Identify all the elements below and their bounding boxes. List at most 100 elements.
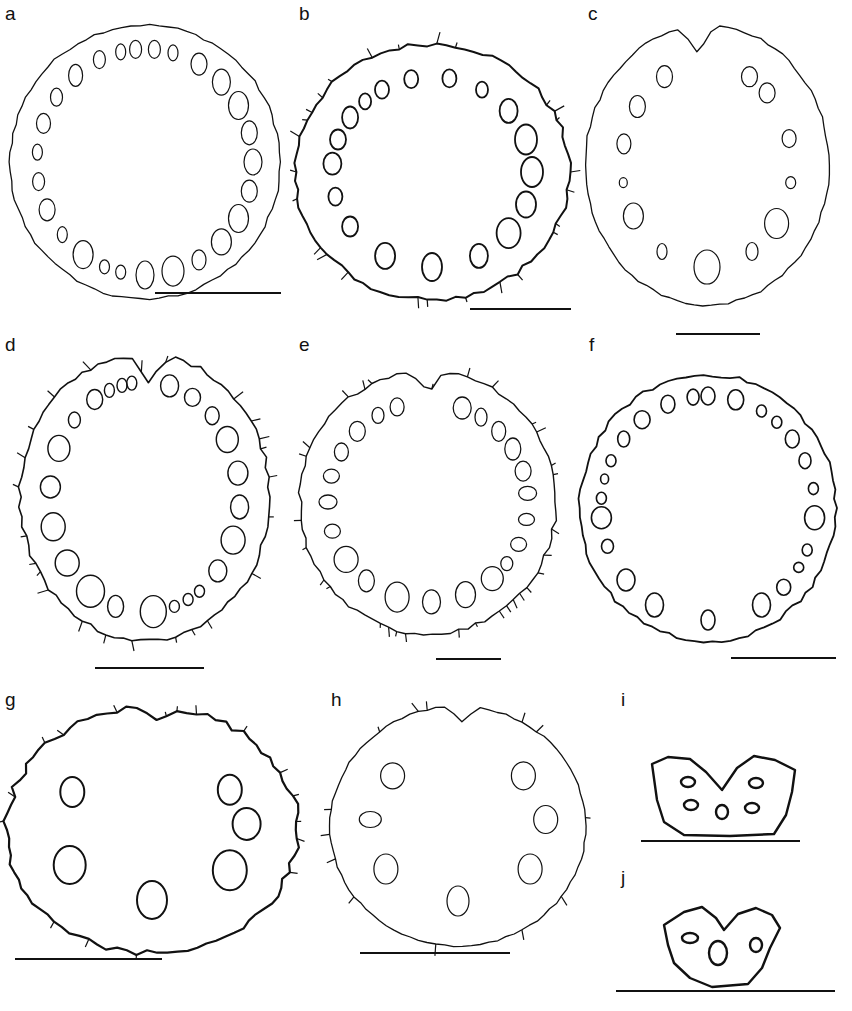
vascular-bundle	[794, 562, 804, 572]
vascular-bundle	[596, 492, 606, 504]
scale-bar	[676, 333, 760, 335]
vascular-bundle	[385, 582, 409, 612]
vascular-bundle	[646, 593, 664, 617]
vascular-bundle	[602, 539, 614, 553]
vascular-bundle	[681, 777, 695, 787]
epidermal-hair	[42, 737, 45, 743]
vascular-bundle	[701, 610, 715, 630]
epidermal-hair	[207, 621, 212, 629]
epidermal-hair	[349, 897, 354, 904]
vascular-bundle	[334, 546, 358, 572]
section-outline	[3, 707, 299, 955]
vascular-bundle	[229, 205, 249, 233]
vascular-bundle	[73, 241, 93, 269]
vascular-bundle	[33, 173, 45, 191]
epidermal-hair	[290, 170, 296, 172]
epidermal-hair	[538, 573, 544, 574]
epidermal-hair	[303, 548, 307, 550]
section-outline	[299, 373, 557, 635]
vascular-bundle	[492, 421, 506, 441]
vascular-bundle	[716, 805, 728, 819]
vascular-bundle	[359, 93, 371, 109]
vascular-bundle	[241, 121, 257, 145]
epidermal-hair	[294, 520, 301, 521]
epidermal-hair	[341, 272, 348, 280]
large-sections	[0, 24, 837, 960]
epidermal-hair	[537, 428, 546, 432]
vascular-bundle	[753, 593, 771, 617]
epidermal-hair	[104, 635, 106, 643]
vascular-bundle	[209, 560, 227, 582]
epidermal-hair	[326, 587, 330, 589]
vascular-bundle	[229, 92, 249, 120]
epidermal-hair	[520, 593, 525, 600]
scale-bar	[436, 658, 501, 660]
vascular-bundle	[54, 846, 86, 884]
vascular-bundle	[519, 513, 535, 525]
epidermal-hair	[500, 282, 502, 293]
vascular-bundle	[323, 469, 339, 483]
vascular-bundle	[518, 854, 542, 884]
vascular-bundle	[782, 130, 796, 148]
vascular-bundle	[749, 778, 763, 788]
vascular-bundle	[765, 209, 789, 239]
vascular-bundle	[48, 435, 70, 461]
vascular-bundle	[330, 130, 346, 150]
vascular-bundle	[657, 66, 673, 88]
epidermal-hair	[166, 356, 168, 362]
vascular-bundle	[684, 800, 698, 810]
vascular-bundle	[390, 398, 404, 416]
epidermal-hair	[571, 171, 581, 173]
epidermal-hair	[259, 437, 269, 439]
vascular-bundle	[728, 390, 744, 410]
vascular-bundle	[231, 495, 249, 519]
epidermal-hair	[551, 463, 555, 466]
vascular-bundle	[515, 125, 537, 155]
epidermal-hair	[79, 621, 83, 631]
epidermal-hair	[522, 930, 524, 940]
vascular-bundle	[41, 513, 65, 541]
epidermal-hair	[244, 726, 247, 731]
vascular-bundle	[456, 582, 476, 608]
vascular-bundle	[162, 256, 184, 286]
vascular-bundle	[501, 557, 513, 571]
epidermal-hair	[176, 637, 177, 642]
epidermal-hair	[561, 896, 567, 905]
vascular-bundle	[521, 157, 543, 187]
vascular-bundle	[423, 590, 441, 614]
vascular-bundle	[205, 407, 219, 425]
section-outline	[18, 357, 270, 641]
epidermal-hair	[499, 611, 504, 618]
epidermal-hair	[141, 360, 143, 372]
section-outline	[330, 707, 587, 946]
epidermal-hair	[467, 368, 470, 377]
epidermal-hair	[299, 454, 306, 456]
vascular-bundle	[515, 461, 531, 481]
epidermal-hair	[320, 580, 324, 585]
vascular-bundle	[808, 483, 818, 495]
epidermal-hair	[532, 422, 536, 424]
vascular-bundle	[661, 395, 675, 413]
vascular-bundle	[191, 53, 207, 75]
vascular-bundle	[100, 260, 110, 274]
vascular-bundle	[183, 594, 193, 606]
scale-bar	[616, 990, 835, 992]
vascular-bundle	[372, 407, 384, 423]
vascular-bundle	[601, 474, 609, 484]
section-outline	[579, 375, 838, 642]
epidermal-hair	[458, 629, 460, 638]
epidermal-hair	[57, 730, 64, 735]
epidermal-hair	[585, 817, 590, 819]
vascular-bundle	[475, 408, 487, 426]
epidermal-hair	[28, 426, 34, 429]
vascular-bundle	[323, 153, 341, 175]
vascular-bundle	[519, 486, 537, 500]
epidermal-hair	[83, 362, 91, 371]
vascular-bundle	[69, 64, 83, 86]
epidermal-hair	[518, 275, 523, 281]
vascular-bundle	[381, 763, 405, 789]
vascular-bundle	[192, 250, 206, 270]
panel-letter: g	[4, 690, 17, 709]
vascular-bundle	[342, 217, 358, 237]
epidermal-hair	[507, 606, 511, 612]
